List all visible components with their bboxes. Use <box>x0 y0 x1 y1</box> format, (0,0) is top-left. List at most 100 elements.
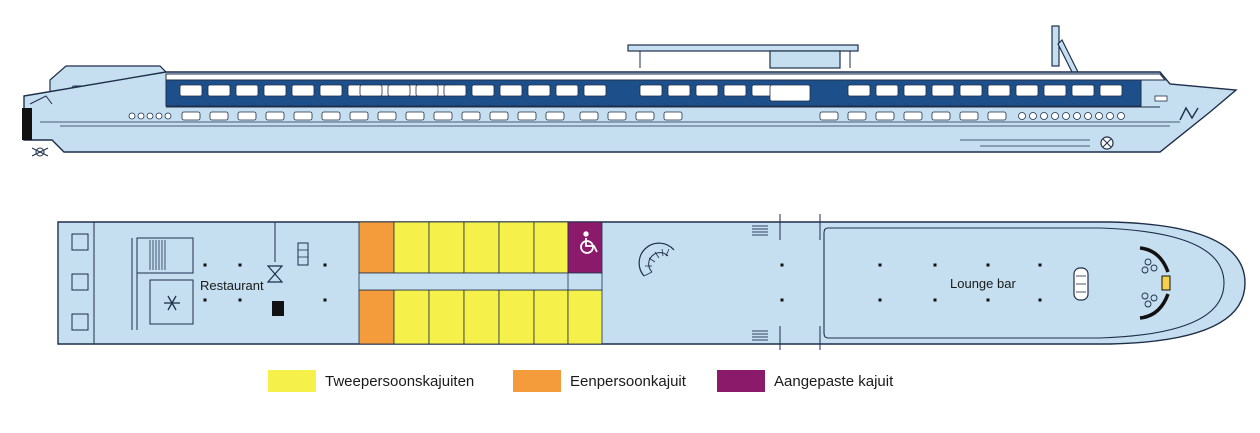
legend-item-double-cabins: Tweepersoonskajuiten <box>268 370 474 392</box>
lower-window <box>265 111 285 121</box>
column-dot <box>323 263 327 267</box>
cabin <box>428 221 465 274</box>
column-dot <box>933 263 937 267</box>
upper-window <box>471 84 495 97</box>
legend-item-accessible-cabin: Aangepaste kajuit <box>717 370 893 392</box>
cabin <box>567 289 603 345</box>
column-dot <box>878 263 882 267</box>
column-dot <box>780 263 784 267</box>
upper-window <box>639 84 663 97</box>
upper-window <box>847 84 871 97</box>
ship-side-profile <box>22 25 1238 157</box>
upper-window <box>875 84 899 97</box>
wheelhouse <box>769 50 841 69</box>
lounge-bar-label: Lounge bar <box>950 276 1016 291</box>
lower-window <box>959 111 979 121</box>
sun-deck-roof <box>627 44 859 52</box>
mast <box>1051 25 1079 75</box>
lower-window <box>181 111 201 121</box>
lower-window <box>433 111 453 121</box>
porthole <box>1095 112 1103 120</box>
spiral-staircase-icon <box>638 242 675 277</box>
lower-window <box>461 111 481 121</box>
galley-rack <box>149 240 166 270</box>
column-dot <box>238 298 242 302</box>
lower-window <box>903 111 923 121</box>
upper-window <box>291 84 315 97</box>
cabin <box>498 289 535 345</box>
cabin <box>463 289 500 345</box>
legend-swatch <box>268 370 316 392</box>
lower-window <box>405 111 425 121</box>
bar-counter <box>1073 267 1089 301</box>
restaurant-label: Restaurant <box>200 278 264 293</box>
porthole <box>155 112 163 120</box>
lower-window <box>377 111 397 121</box>
porthole <box>1029 112 1037 120</box>
lower-window <box>635 111 655 121</box>
upper-window <box>235 84 259 97</box>
lower-window <box>293 111 313 121</box>
upper-window <box>207 84 231 97</box>
upper-window <box>723 84 747 97</box>
porthole <box>137 112 145 120</box>
porthole <box>1073 112 1081 120</box>
propeller-icon <box>31 147 49 157</box>
column-dot <box>1038 298 1042 302</box>
lower-window <box>209 111 229 121</box>
porthole <box>1051 112 1059 120</box>
legend-label: Eenpersoonkajuit <box>570 372 686 390</box>
lower-window <box>545 111 565 121</box>
legend-swatch <box>513 370 561 392</box>
upper-window <box>583 84 607 97</box>
porthole <box>1117 112 1125 120</box>
cabin <box>533 289 569 345</box>
bow-logo <box>1179 106 1199 121</box>
wheelchair-icon <box>580 231 598 254</box>
upper-window <box>1015 84 1039 97</box>
cabin <box>567 221 603 274</box>
lower-window <box>819 111 839 121</box>
cabin-corridor <box>358 272 603 291</box>
cabin <box>358 221 395 274</box>
upper-window <box>387 84 411 97</box>
cabin <box>358 289 395 345</box>
column-dot <box>986 263 990 267</box>
deck-columns <box>203 263 1042 302</box>
upper-window <box>1099 84 1123 97</box>
cabin <box>393 289 430 345</box>
ship-deck-plan-view: Restaurant <box>57 214 1246 350</box>
upper-window <box>1043 84 1067 97</box>
lower-window <box>847 111 867 121</box>
legend-swatch <box>717 370 765 392</box>
upper-window <box>1071 84 1095 97</box>
vent-grille-bottom <box>752 330 768 341</box>
upper-window <box>443 84 467 97</box>
upper-window <box>499 84 523 97</box>
column-dot <box>203 298 207 302</box>
upper-window <box>987 84 1011 97</box>
dumbwaiter-icon <box>266 265 284 283</box>
stern-block <box>22 108 32 140</box>
porthole <box>1062 112 1070 120</box>
panorama-window <box>769 84 811 102</box>
lower-window <box>517 111 537 121</box>
porthole <box>128 112 136 120</box>
porthole <box>146 112 154 120</box>
column-dot <box>986 298 990 302</box>
snowflake-icon <box>164 295 180 311</box>
upper-window <box>903 84 927 97</box>
lower-window <box>931 111 951 121</box>
lower-window <box>489 111 509 121</box>
column-dot <box>780 298 784 302</box>
upper-window <box>959 84 983 97</box>
lower-window <box>237 111 257 121</box>
column-dot <box>1038 263 1042 267</box>
column-dot <box>323 298 327 302</box>
column-dot <box>878 298 882 302</box>
column-dot <box>933 298 937 302</box>
lower-window <box>875 111 895 121</box>
upper-window <box>555 84 579 97</box>
upper-window <box>931 84 955 97</box>
